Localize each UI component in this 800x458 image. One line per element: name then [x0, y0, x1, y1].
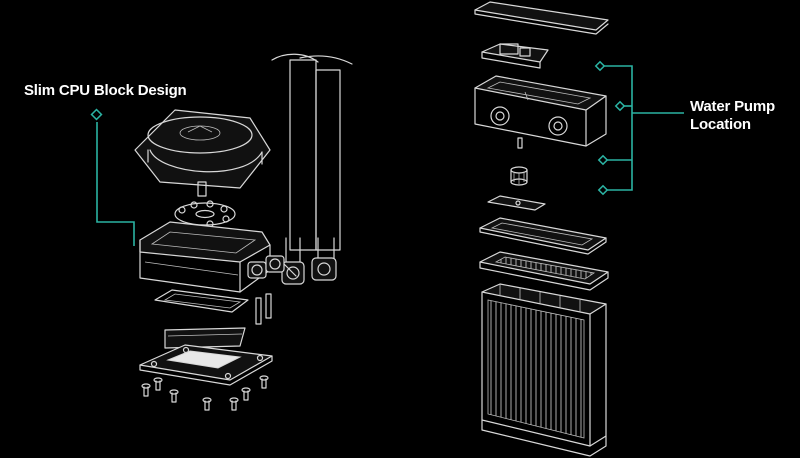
pump-rotor: [510, 166, 528, 186]
cover-screw: [197, 181, 207, 197]
water-pump-label-line2: Location: [690, 116, 751, 133]
cpu-block-top-cover: [134, 109, 271, 189]
radiator-fin-stack: [479, 251, 609, 291]
housing-gasket: [154, 289, 249, 313]
impeller-ring: [174, 200, 236, 228]
pump-housing: [474, 75, 607, 147]
cpu-block-assembly: [134, 53, 353, 411]
cpu-block-housing: [139, 221, 297, 293]
water-pump-callout-leader: [594, 60, 684, 196]
braided-tubes: [271, 53, 353, 285]
cold-plate: [164, 327, 246, 349]
mounting-screws: [141, 375, 269, 411]
radiator-pump-assembly: [474, 1, 609, 457]
radiator-gasket: [479, 217, 607, 255]
radiator-body: [481, 283, 607, 457]
cpu-block-callout-leader: [90, 108, 135, 246]
block-screw: [265, 293, 272, 319]
water-pump-label-line1: Water Pump: [690, 98, 775, 115]
cpu-block-callout-label: Slim CPU Block Design: [24, 82, 187, 99]
pump-pin: [517, 137, 523, 149]
pump-cover-plate: [474, 1, 609, 31]
block-screw: [255, 297, 262, 325]
pump-bracket: [481, 43, 549, 69]
water-pump-callout-label: Water Pump Location: [690, 98, 790, 134]
cpu-base-plate: [139, 344, 273, 386]
